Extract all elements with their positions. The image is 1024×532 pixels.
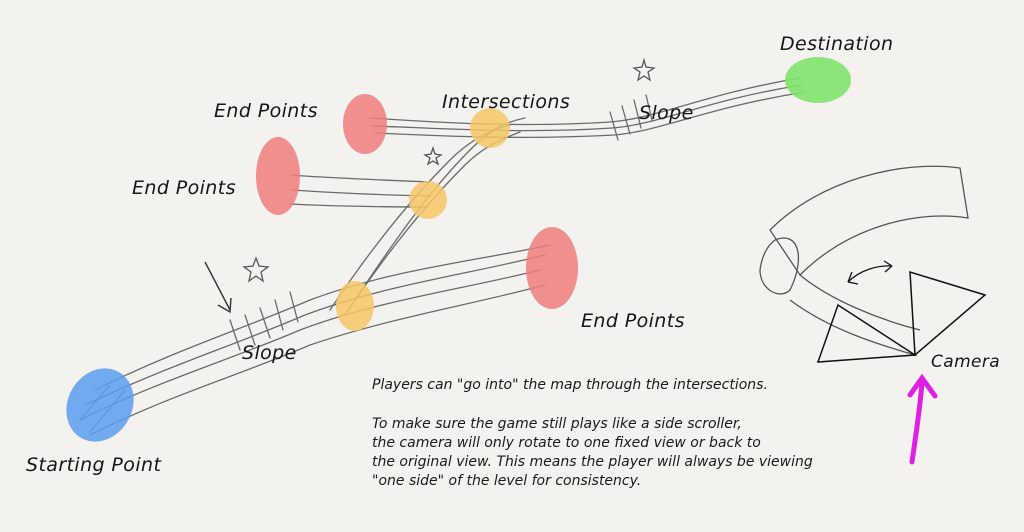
end-points-label-2: End Points — [132, 177, 236, 199]
intersections-label: Intersections — [442, 91, 571, 113]
star-icons — [242, 57, 656, 283]
intersection-markers — [336, 108, 510, 331]
slope-lower-label: Slope — [242, 342, 297, 364]
slope-upper-label: Slope — [639, 102, 694, 124]
note-line-1: Players can "go into" the map through th… — [372, 377, 768, 393]
slope-arrow-icon — [204, 261, 232, 314]
camera-rotation-sketch — [759, 165, 987, 363]
end-points-label-1: End Points — [214, 100, 318, 122]
note-line-4: the original view. This means the player… — [372, 454, 813, 470]
end-point-markers — [256, 94, 578, 309]
camera-label: Camera — [931, 352, 1001, 372]
note-line-5: "one side" of the level for consistency. — [372, 473, 642, 489]
note-line-2: To make sure the game still plays like a… — [372, 416, 742, 432]
note-line-3: the camera will only rotate to one fixed… — [372, 435, 761, 451]
start-point-marker — [66, 368, 134, 442]
starting-point-label: Starting Point — [26, 454, 162, 476]
camera-arrow-icon — [907, 373, 938, 465]
destination-marker — [785, 57, 851, 103]
notes-block: Players can "go into" the map through th… — [372, 376, 813, 491]
end-points-label-3: End Points — [581, 310, 685, 332]
destination-label: Destination — [780, 33, 894, 55]
